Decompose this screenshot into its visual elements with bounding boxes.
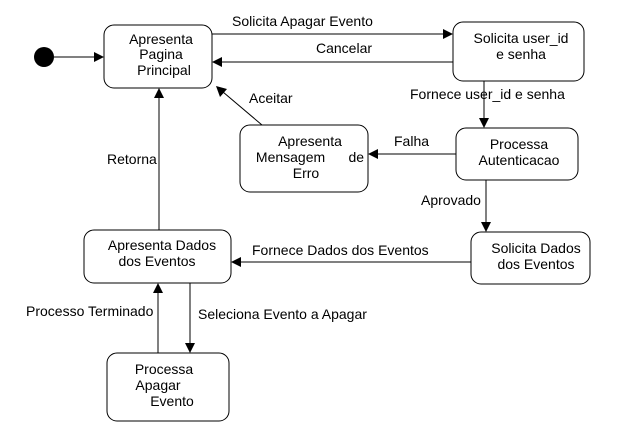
arrowhead — [479, 118, 489, 128]
label-solicita-apagar: Solicita Apagar Evento — [232, 13, 373, 29]
state-label-line: Mensagem de — [256, 149, 364, 165]
label-processo-terminado: Processo Terminado — [26, 303, 154, 319]
state-label-line: Apagar — [135, 377, 180, 393]
state-apresenta-mensagem-erro: Apresenta Mensagem de Erro — [239, 124, 369, 193]
state-apresenta-pagina-principal: Apresenta Pagina Principal — [103, 24, 213, 89]
state-apresenta-dados-eventos: Apresenta Dados dos Eventos — [83, 229, 232, 284]
state-processa-apagar-evento: Processa Apagar Evento — [106, 352, 230, 422]
state-label-line: Evento — [150, 393, 194, 409]
arrowhead — [231, 257, 241, 267]
state-label-line: Pagina — [139, 46, 183, 62]
arrowhead — [153, 283, 163, 293]
state-label-line: Autenticacao — [479, 152, 560, 168]
state-label-line: Apresenta — [278, 133, 342, 149]
arrowhead — [216, 86, 227, 97]
arrowhead — [154, 88, 164, 98]
label-retorna: Retorna — [107, 151, 157, 167]
label-falha: Falha — [394, 133, 429, 149]
arrowhead — [443, 29, 453, 39]
state-label-line: Processa — [490, 136, 549, 152]
state-processa-autenticacao: Processa Autenticacao — [455, 127, 579, 181]
state-label-line: Erro — [293, 165, 320, 181]
arrowhead — [481, 222, 491, 232]
label-seleciona-evento: Seleciona Evento a Apagar — [198, 306, 367, 322]
state-label-line: Apresenta — [129, 31, 193, 47]
state-label-line: Principal — [137, 62, 191, 78]
label-fornece-user: Fornece user_id e senha — [410, 86, 565, 102]
state-label-line: Processa — [135, 361, 194, 377]
initial-arrowhead — [94, 52, 104, 62]
state-solicita-user-id: Solicita user_id e senha — [452, 21, 585, 82]
state-label-line: e senha — [496, 46, 546, 62]
state-label-line: Solicita user_id — [474, 30, 569, 46]
state-label-line: Apresenta Dados — [108, 237, 216, 253]
state-label-line: Solicita Dados — [491, 240, 581, 256]
label-cancelar: Cancelar — [316, 40, 372, 56]
label-fornece-dados: Fornece Dados dos Eventos — [252, 242, 429, 258]
label-aprovado: Aprovado — [421, 192, 481, 208]
arrowhead — [185, 343, 195, 353]
transition-aceitar — [222, 91, 263, 126]
arrowhead — [368, 149, 378, 159]
state-solicita-dados-eventos: Solicita Dados dos Eventos — [470, 231, 591, 285]
label-aceitar: Aceitar — [249, 90, 293, 106]
state-label-line: dos Eventos — [497, 256, 574, 272]
state-label-line: dos Eventos — [118, 253, 195, 269]
initial-state — [34, 47, 54, 67]
arrowhead — [212, 57, 222, 67]
